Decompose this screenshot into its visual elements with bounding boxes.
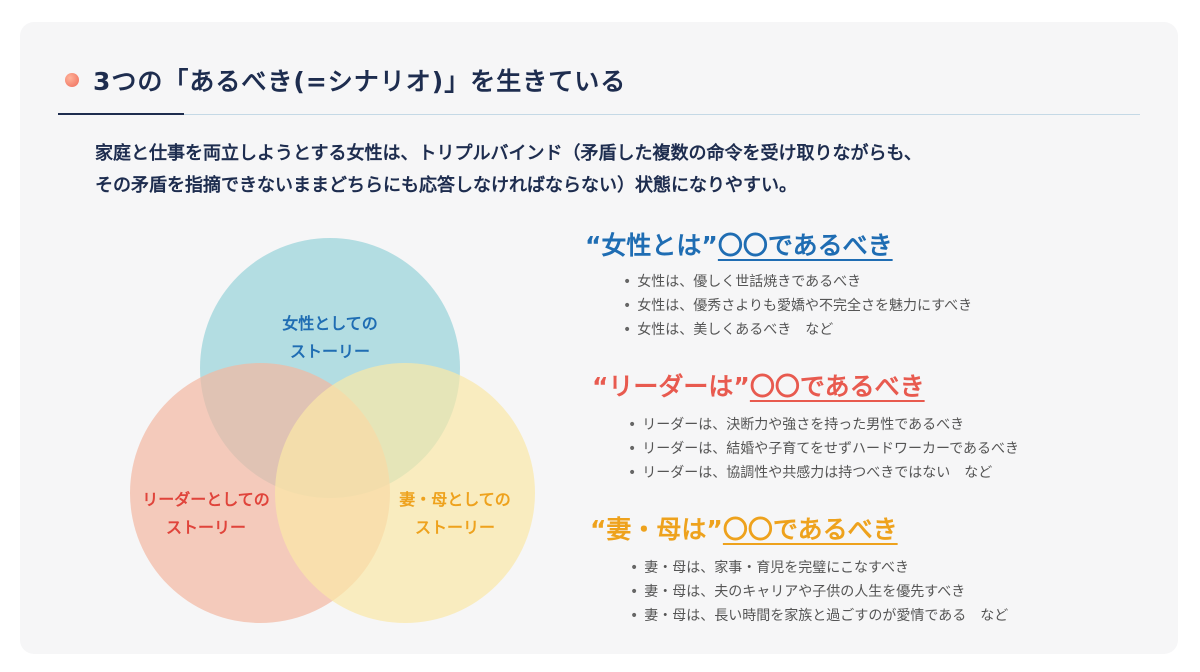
- list-item: リーダーは、協調性や共感力は持つべきではない など: [628, 461, 1019, 485]
- section-wife-mother-head: “妻・母は”: [590, 515, 723, 544]
- woman-story-label-line2: ストーリー: [289, 342, 370, 361]
- lead-paragraph: 家庭と仕事を両立しようとする女性は、トリプルバインド（矛盾した複数の命令を受け取…: [95, 138, 1135, 202]
- list-item: リーダーは、決断力や強さを持った男性であるべき: [628, 413, 1019, 437]
- woman-story-label: 女性としての ストーリー: [250, 310, 410, 366]
- section-wife-mother-list: 妻・母は、家事・育児を完璧にこなすべき 妻・母は、夫のキャリアや子供の人生を優先…: [630, 556, 1008, 628]
- venn-circles: [130, 238, 535, 623]
- list-item: 女性は、美しくあるべき など: [623, 318, 972, 342]
- title-row: 3つの「あるべき(=シナリオ)」を生きている: [65, 62, 626, 98]
- wife-mother-story-label-line1: 妻・母としての: [399, 490, 511, 509]
- lead-line-2: その矛盾を指摘できないままどちらにも応答しなければならない）状態になりやすい。: [95, 175, 797, 196]
- title-divider: [58, 114, 1140, 115]
- list-item: 女性は、優しく世話焼きであるべき: [623, 270, 972, 294]
- wife-mother-story-label-line2: ストーリー: [414, 518, 495, 537]
- section-wife-mother-accent: 〇〇であるべき: [722, 515, 898, 544]
- leader-story-label-line1: リーダーとしての: [142, 490, 270, 509]
- list-item: 妻・母は、夫のキャリアや子供の人生を優先すべき: [630, 580, 1008, 604]
- section-woman: “女性とは”〇〇であるべき 女性は、優しく世話焼きであるべき 女性は、優秀さより…: [585, 226, 972, 342]
- page-title: 3つの「あるべき(=シナリオ)」を生きている: [93, 67, 627, 96]
- wife-mother-story-circle: [275, 363, 535, 623]
- list-item: 妻・母は、長い時間を家族と過ごすのが愛情である など: [630, 604, 1008, 628]
- list-item: 女性は、優秀さよりも愛嬌や不完全さを魅力にすべき: [623, 294, 972, 318]
- venn-diagram: 女性としての ストーリー リーダーとしての ストーリー 妻・母としての ストーリ…: [120, 230, 550, 640]
- section-leader-list: リーダーは、決断力や強さを持った男性であるべき リーダーは、結婚や子育てをせずハ…: [628, 413, 1019, 485]
- section-woman-heading: “女性とは”〇〇であるべき: [585, 226, 972, 262]
- section-wife-mother: “妻・母は”〇〇であるべき 妻・母は、家事・育児を完璧にこなすべき 妻・母は、夫…: [590, 510, 1008, 628]
- section-leader-heading: “リーダーは”〇〇であるべき: [592, 367, 1019, 403]
- wife-mother-story-label: 妻・母としての ストーリー: [375, 486, 535, 542]
- leader-story-label: リーダーとしての ストーリー: [120, 486, 292, 542]
- section-leader-accent: 〇〇であるべき: [749, 372, 925, 401]
- section-woman-accent: 〇〇であるべき: [717, 231, 893, 260]
- list-item: リーダーは、結婚や子育てをせずハードワーカーであるべき: [628, 437, 1019, 461]
- lead-line-1: 家庭と仕事を両立しようとする女性は、トリプルバインド（矛盾した複数の命令を受け取…: [95, 143, 922, 164]
- list-item: 妻・母は、家事・育児を完璧にこなすべき: [630, 556, 1008, 580]
- section-leader-head: “リーダーは”: [592, 372, 750, 401]
- section-wife-mother-heading: “妻・母は”〇〇であるべき: [590, 510, 1008, 546]
- section-leader: “リーダーは”〇〇であるべき リーダーは、決断力や強さを持った男性であるべき リ…: [592, 367, 1019, 485]
- bullet-dot-icon: [65, 73, 79, 87]
- section-woman-head: “女性とは”: [585, 231, 718, 260]
- section-woman-list: 女性は、優しく世話焼きであるべき 女性は、優秀さよりも愛嬌や不完全さを魅力にすべ…: [623, 270, 972, 342]
- leader-story-label-line2: ストーリー: [165, 518, 246, 537]
- woman-story-label-line1: 女性としての: [282, 314, 378, 333]
- title-divider-accent: [58, 113, 184, 115]
